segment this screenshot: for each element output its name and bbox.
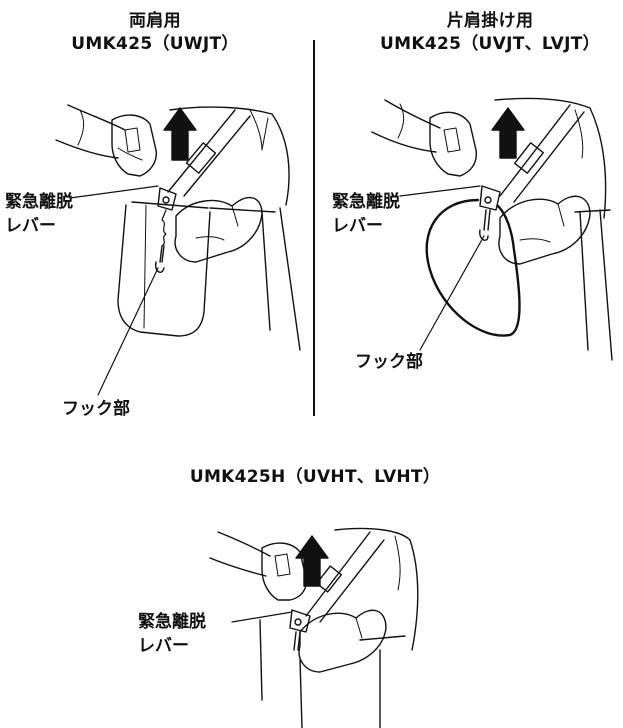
bottom-lever-label-line2: レバー — [138, 636, 189, 656]
right-lever-label: 緊急離脱 レバー — [332, 190, 400, 238]
bottom-title: UMK425H（UVHT、LVHT） — [150, 466, 480, 489]
panel-divider — [313, 40, 315, 416]
right-title: 片肩掛け用 UMK425（UVJT、LVJT） — [360, 10, 620, 56]
bottom-model: UMK425H（UVHT、LVHT） — [189, 467, 441, 487]
right-heading: 片肩掛け用 — [446, 11, 534, 31]
left-model: UMK425（UWJT） — [71, 34, 239, 54]
right-model: UMK425（UVJT、LVJT） — [380, 34, 600, 54]
left-lever-label: 緊急離脱 レバー — [5, 190, 73, 238]
bottom-lever-label-line1: 緊急離脱 — [138, 612, 206, 632]
left-lever-label-line2: レバー — [5, 216, 56, 236]
right-hook-label: フック部 — [355, 350, 423, 374]
left-hook-label-text: フック部 — [62, 399, 130, 419]
bottom-lever-label: 緊急離脱 レバー — [138, 610, 206, 658]
left-hook-label: フック部 — [62, 397, 130, 421]
left-lever-label-line1: 緊急離脱 — [5, 192, 73, 212]
right-hook-label-text: フック部 — [355, 352, 423, 372]
right-lever-label-line1: 緊急離脱 — [332, 192, 400, 212]
right-lever-label-line2: レバー — [332, 216, 383, 236]
left-title: 両肩用 UMK425（UWJT） — [60, 10, 250, 56]
left-heading: 両肩用 — [129, 11, 181, 31]
